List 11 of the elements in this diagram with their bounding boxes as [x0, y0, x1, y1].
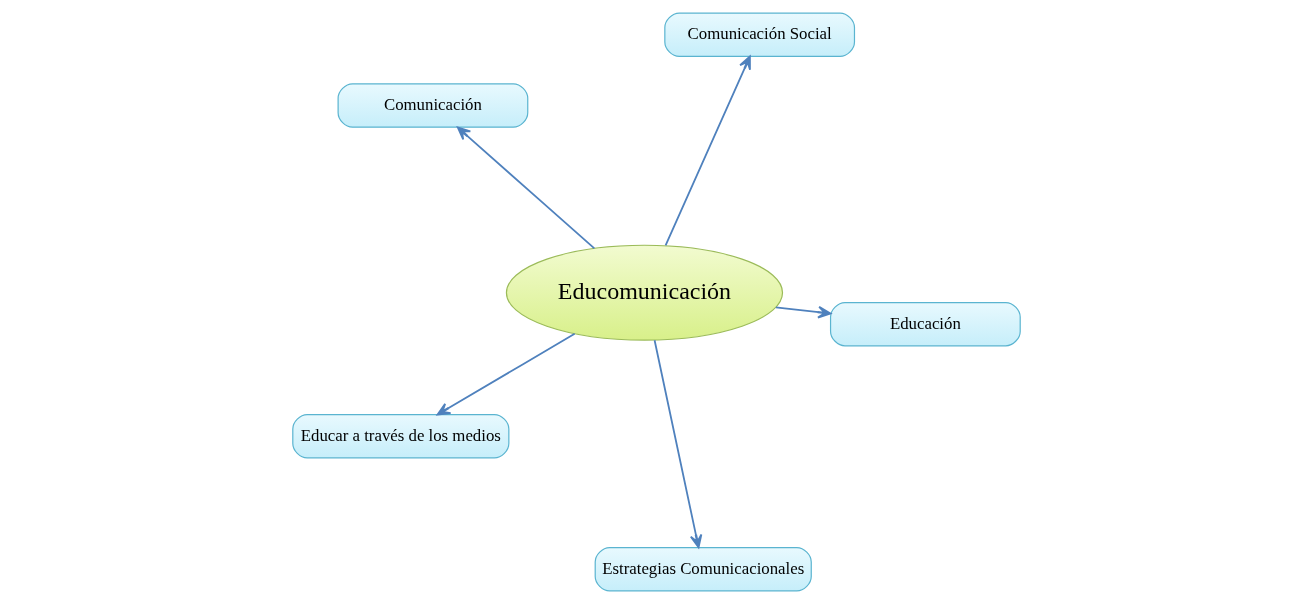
arrow — [456, 126, 596, 250]
node-box: Educación — [829, 301, 1021, 347]
arrow — [775, 305, 832, 319]
arrow — [653, 339, 703, 549]
arrow — [436, 332, 576, 416]
arrow — [664, 55, 751, 247]
node-box: Educar a través de los medios — [292, 414, 510, 459]
node-box: Comunicación Social — [664, 12, 856, 57]
node-box: Estrategias Comunicacionales — [594, 547, 812, 592]
node-box: Comunicación — [337, 83, 529, 128]
node-ellipse: Educomunicación — [505, 244, 784, 341]
